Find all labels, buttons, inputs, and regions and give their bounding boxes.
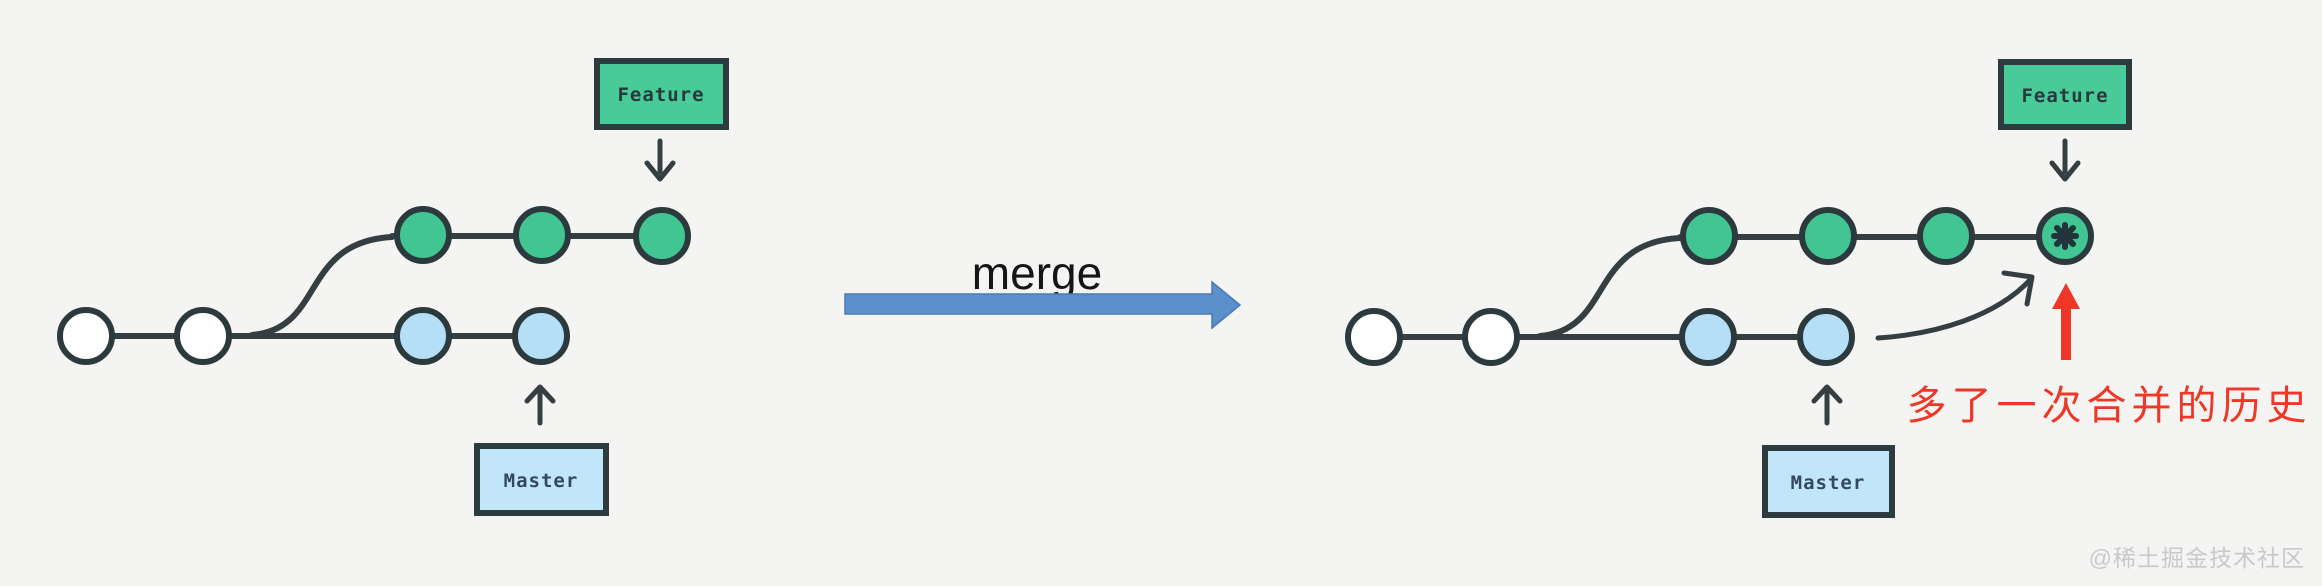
left-branch-curve xyxy=(249,234,395,338)
right-feature-commit-1 xyxy=(1680,207,1738,265)
merge-label: merge xyxy=(972,247,1102,299)
right-feature-arrow-icon xyxy=(2049,138,2081,182)
merge-transition: merge xyxy=(844,247,1242,330)
watermark: @稀土掘金技术社区 xyxy=(2089,545,2305,571)
right-feature-commit-2 xyxy=(1799,207,1857,265)
right-master-commit-1 xyxy=(1679,308,1737,366)
left-master-commit-2 xyxy=(512,307,570,365)
left-feature-commit-1 xyxy=(394,206,452,264)
left-feature-box xyxy=(594,58,729,130)
left-master-arrow-icon xyxy=(524,384,556,426)
right-main-commit-2 xyxy=(1462,308,1520,366)
left-main-commit-1 xyxy=(57,307,115,365)
merge-commit-arrow-icon xyxy=(1875,270,2035,341)
left-master-commit-1 xyxy=(394,307,452,365)
red-highlight-arrow-icon xyxy=(2052,283,2080,360)
merge-commit-asterisk-icon xyxy=(2051,222,2079,250)
right-feature-label: Feature xyxy=(2021,85,2108,107)
left-feature-arrow-icon xyxy=(644,138,676,182)
right-master-arrow-icon xyxy=(1811,384,1843,426)
left-master-label: Master xyxy=(504,470,579,492)
left-main-commit-2 xyxy=(174,307,232,365)
left-master-box xyxy=(474,443,609,516)
right-master-commit-2 xyxy=(1797,308,1855,366)
right-main-commit-1 xyxy=(1345,308,1403,366)
left-diagram: Feature Master xyxy=(57,58,729,516)
left-feature-label: Feature xyxy=(617,84,704,106)
right-feature-commit-3 xyxy=(1917,207,1975,265)
right-master-label: Master xyxy=(1791,472,1866,494)
right-master-box xyxy=(1762,445,1895,518)
left-feature-commit-2 xyxy=(513,206,571,264)
right-diagram: Feature Master 多了一次合并的历史 xyxy=(1345,59,2312,518)
left-feature-commit-3 xyxy=(633,207,691,265)
right-branch-curve xyxy=(1537,235,1683,339)
merge-flow-arrow-icon xyxy=(844,280,1242,330)
right-feature-box xyxy=(1998,59,2132,130)
merge-history-annotation: 多了一次合并的历史 xyxy=(1907,384,2312,428)
